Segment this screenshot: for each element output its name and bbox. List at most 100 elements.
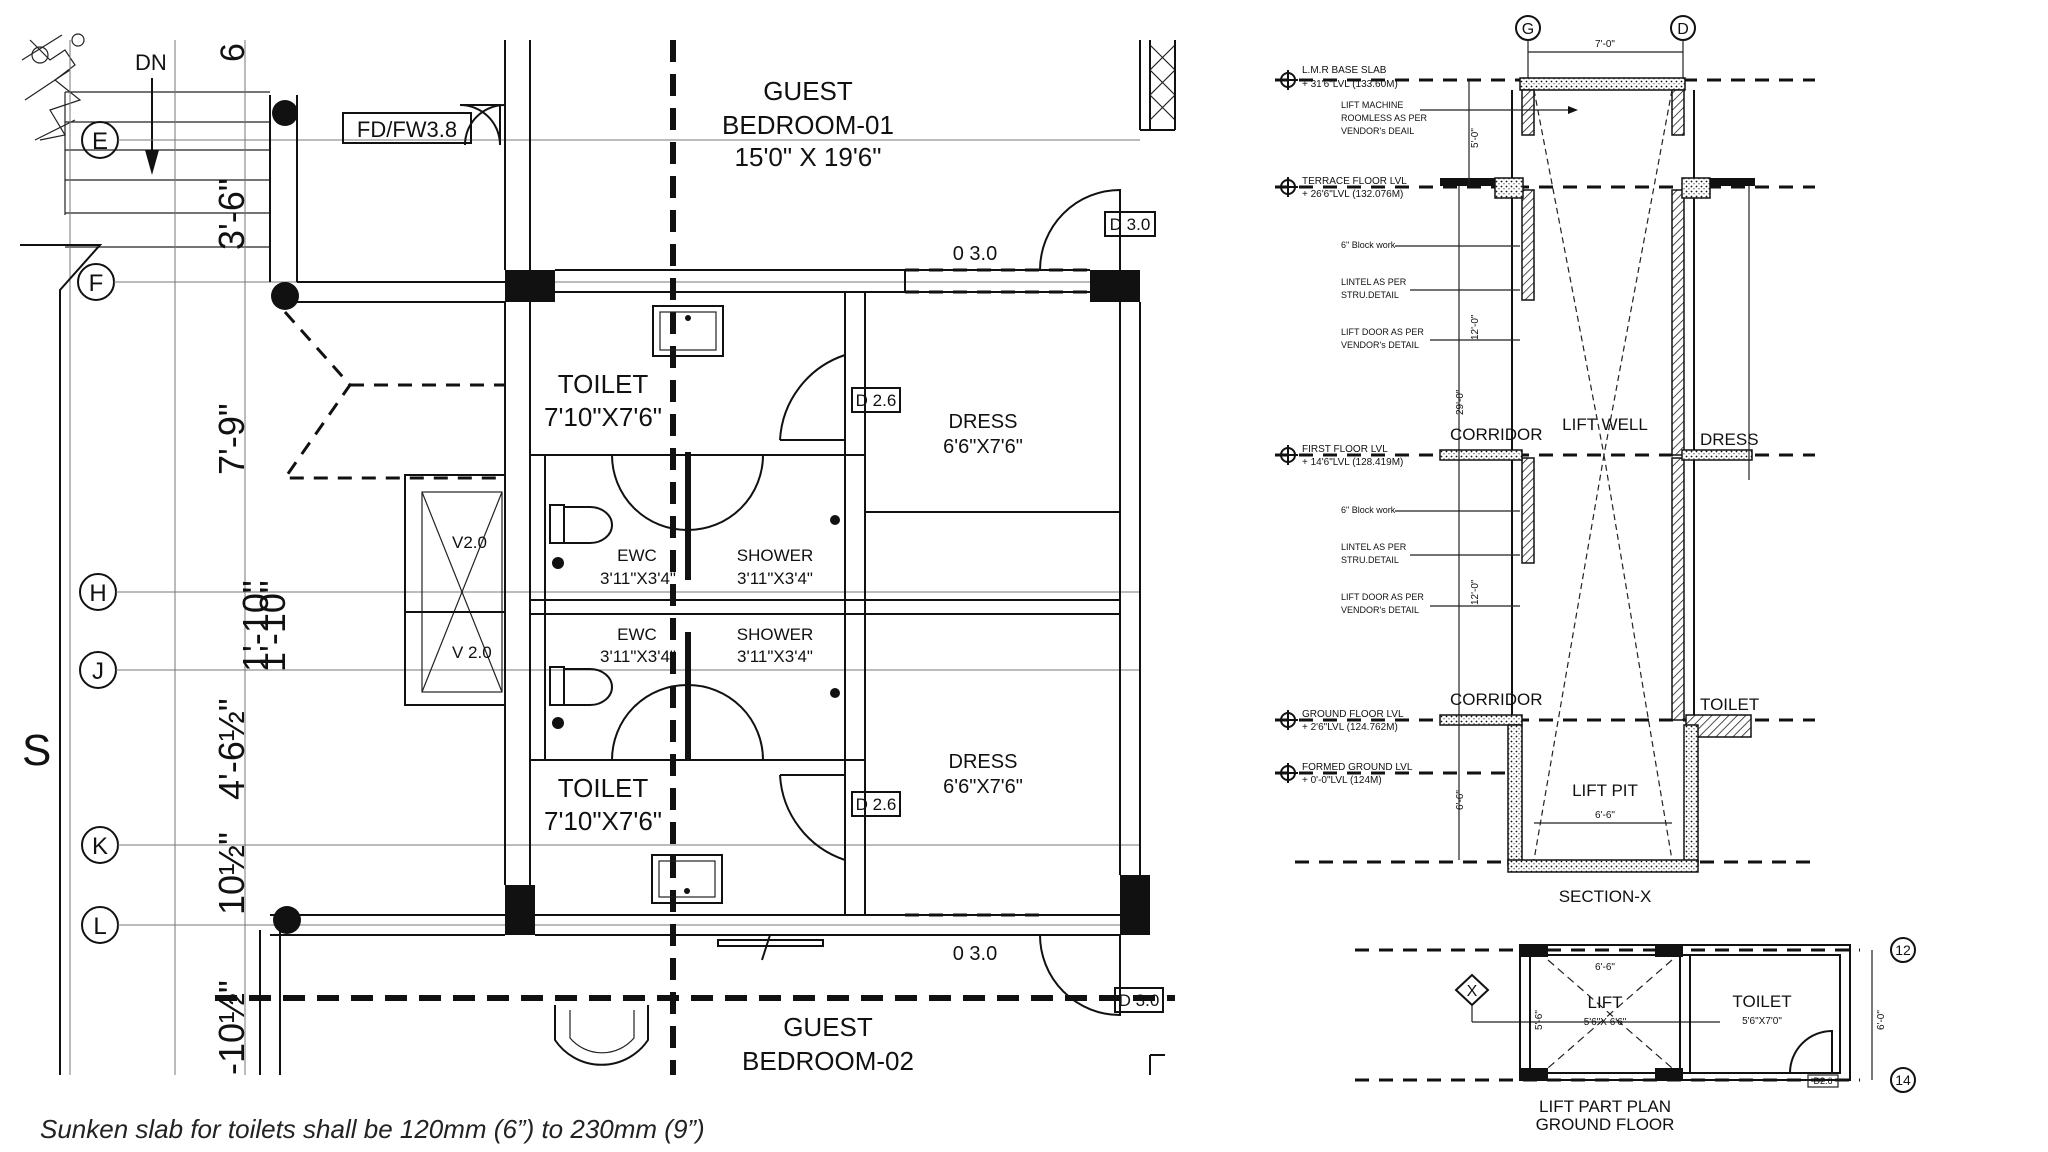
ewc1-size: 3'11"X3'4": [600, 569, 676, 588]
dim-1-10a: 1'-10": [235, 580, 276, 672]
dim-neg-10-half: -10½": [211, 980, 252, 1075]
svg-text:VENDOR's DETAIL: VENDOR's DETAIL: [1341, 605, 1419, 615]
column: [1120, 875, 1150, 935]
svg-text:LINTEL AS PER: LINTEL AS PER: [1341, 277, 1407, 287]
toilet1-size: 7'10"X7'6": [544, 402, 662, 432]
window-hatch: [1139, 40, 1176, 1075]
bedroom1-size: 15'0" X 19'6": [735, 142, 882, 172]
shower1-size: 3'11"X3'4": [737, 569, 813, 588]
lift-size: 5'6"X 6'6": [1584, 1017, 1627, 1028]
toilet2-name: TOILET: [558, 773, 649, 803]
wash-basin-bottom: [651, 854, 723, 904]
dim-10-half: 10½": [211, 832, 252, 915]
sunken-slab-note: Sunken slab for toilets shall be 120mm (…: [40, 1114, 705, 1144]
section-top-width: 7'-0": [1595, 39, 1615, 50]
dim-3-6: 3'-6": [211, 178, 252, 250]
opening-bottom: 0 3.0: [953, 943, 997, 965]
svg-text:LIFT DOOR AS PER: LIFT DOOR AS PER: [1341, 592, 1424, 602]
svg-text:6" Block work: 6" Block work: [1341, 505, 1396, 515]
bedroom2-name: GUEST: [783, 1012, 873, 1042]
dim-12-0-a: 12'-0": [1470, 314, 1481, 340]
door-tag-d30-top: D 3.0: [1110, 215, 1151, 234]
grid-d: D: [1677, 21, 1689, 38]
lift-toilet-size: 5'6"X7'0": [1742, 1016, 1782, 1027]
dim-4-6-half: 4'-6½": [211, 698, 252, 800]
svg-text:ROOMLESS AS PER: ROOMLESS AS PER: [1341, 113, 1428, 123]
section-notes: LIFT MACHINE ROOMLESS AS PER VENDOR's DE…: [1341, 100, 1578, 615]
double-door-top: [459, 40, 531, 270]
svg-text:GROUND FLOOR LVL: GROUND FLOOR LVL: [1302, 709, 1404, 720]
grid-bubble-e: E: [81, 121, 1140, 159]
section-x: G D 7'-0" L.M.R BASE SLAB + 31'6"LVL (13…: [1275, 15, 1815, 906]
svg-text:FD/FW3.8: FD/FW3.8: [357, 117, 457, 142]
svg-text:+ 31'6"LVL (133.60M): + 31'6"LVL (133.60M): [1302, 79, 1398, 90]
door-tag-d30-bottom: D 3.0: [1119, 991, 1160, 1010]
lift-toilet-name: TOILET: [1732, 992, 1791, 1011]
ewc2-size: 3'11"X3'4": [600, 647, 676, 666]
grid-12: 12: [1895, 942, 1911, 958]
dress1-size: 6'6"X7'6": [943, 436, 1023, 458]
dim-5-0: 5'-0": [1470, 128, 1481, 148]
svg-text:L: L: [93, 913, 106, 940]
column: [505, 885, 535, 935]
section-dress: DRESS: [1700, 430, 1759, 449]
grid-14: 14: [1895, 1072, 1911, 1088]
bedroom2-number: BEDROOM-02: [742, 1046, 914, 1076]
column: [505, 270, 555, 302]
fire-door-tag: [342, 112, 472, 144]
floor-plan: DN E F H J: [20, 33, 1176, 1144]
svg-text:TERRACE FLOOR LVL: TERRACE FLOOR LVL: [1302, 176, 1407, 187]
lift-shaft: [1439, 77, 1755, 873]
dim-6-6-v: 6'-6": [1455, 790, 1466, 810]
lift-right-dim: 6'-0": [1876, 1010, 1887, 1030]
shower2-name: SHOWER: [737, 625, 814, 644]
svg-text:L.M.R BASE SLAB: L.M.R BASE SLAB: [1302, 65, 1387, 76]
tree-symbol: [21, 33, 85, 141]
dim-7-9: 7'-9": [211, 403, 252, 475]
svg-text:+ 0'-0"LVL (124M): + 0'-0"LVL (124M): [1302, 775, 1382, 786]
dress1-name: DRESS: [949, 411, 1018, 433]
svg-text:+ 2'6"LVL (124.762M): + 2'6"LVL (124.762M): [1302, 722, 1398, 733]
section-x-marker: X: [1454, 973, 1720, 1023]
wc-bottom: [549, 666, 613, 729]
grid-bubble-k: K: [81, 826, 1140, 864]
svg-text:LINTEL AS PER: LINTEL AS PER: [1341, 542, 1407, 552]
svg-text:LIFT MACHINE: LIFT MACHINE: [1341, 100, 1403, 110]
lift-name: LIFT: [1588, 993, 1623, 1012]
section-lift-pit: LIFT PIT: [1572, 781, 1638, 800]
grid-number-6: 6: [214, 43, 252, 62]
lift-top-dim: 6'-6": [1595, 962, 1615, 973]
down-arrow: [145, 78, 159, 175]
dim-1-10b: 1'-10": [252, 580, 293, 672]
vent-v1: V2.0: [452, 533, 487, 552]
ewc2-name: EWC: [617, 625, 657, 644]
svg-text:VENDOR's DETAIL: VENDOR's DETAIL: [1341, 340, 1419, 350]
grid-bubble-j: J: [79, 651, 1140, 689]
lift-caption-2: GROUND FLOOR: [1536, 1115, 1675, 1134]
svg-text:J: J: [92, 658, 104, 685]
door-tag-d26-bottom: D 2.6: [856, 795, 897, 814]
lift-left-dim: 5'-6": [1534, 1010, 1545, 1030]
lift-caption-1: LIFT PART PLAN: [1539, 1097, 1671, 1116]
column: [1090, 270, 1140, 302]
vent-v2: V 2.0: [452, 643, 492, 662]
svg-text:STRU.DETAIL: STRU.DETAIL: [1341, 290, 1399, 300]
svg-text:+ 26'6"LVL (132.076M): + 26'6"LVL (132.076M): [1302, 189, 1403, 200]
svg-text:FORMED GROUND LVL: FORMED GROUND LVL: [1302, 762, 1413, 773]
svg-text:K: K: [92, 833, 108, 860]
level-marker: [1278, 70, 1298, 783]
section-caption: SECTION-X: [1559, 887, 1652, 906]
toilet2-size: 7'10"X7'6": [544, 806, 662, 836]
dress2-size: 6'6"X7'6": [943, 776, 1023, 798]
svg-text:STRU.DETAIL: STRU.DETAIL: [1341, 555, 1399, 565]
svg-text:H: H: [89, 580, 106, 607]
grid-bubble-h: H: [79, 573, 1140, 611]
svg-text:FIRST FLOOR LVL: FIRST FLOOR LVL: [1302, 444, 1388, 455]
svg-text:F: F: [89, 270, 104, 297]
wash-basin-top: [652, 305, 724, 357]
ewc1-name: EWC: [617, 546, 657, 565]
bedroom1-number: BEDROOM-01: [722, 110, 894, 140]
svg-text:+ 14'6"LVL (128.419M): + 14'6"LVL (128.419M): [1302, 457, 1403, 468]
grid-g: G: [1522, 21, 1534, 38]
